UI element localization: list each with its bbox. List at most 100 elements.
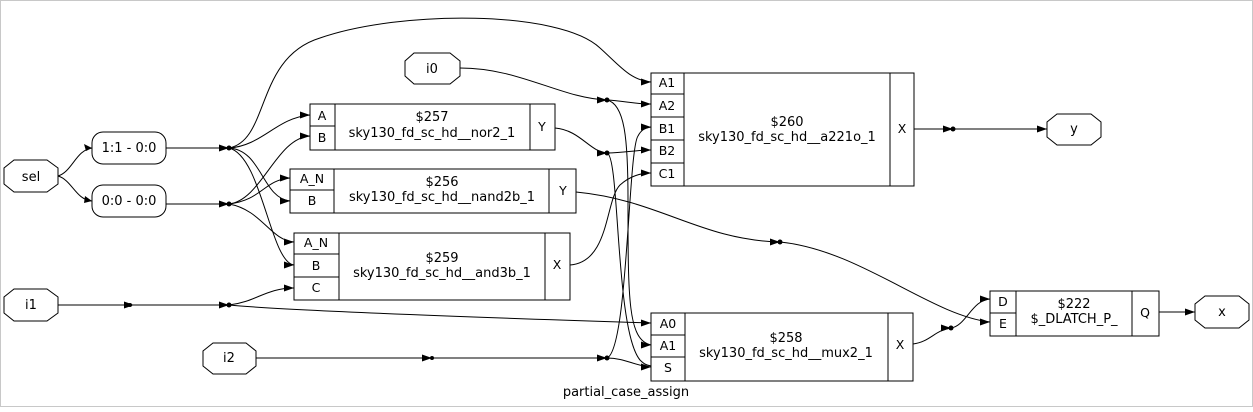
cell-222-id: $222	[1057, 297, 1090, 312]
arrowheads	[84, 78, 1195, 371]
pin-260-b2: B2	[659, 143, 676, 158]
arrow-258A0	[641, 319, 651, 327]
pin-259-b: B	[312, 258, 321, 273]
wire-259X-260C1	[569, 172, 652, 266]
cell-258-id: $258	[769, 331, 802, 346]
pin-257-b: B	[318, 130, 327, 145]
wire-257Y-258S	[606, 152, 652, 367]
port-y: y	[1046, 113, 1102, 146]
port-y-label: y	[1070, 122, 1078, 137]
arrow-260x	[943, 125, 953, 133]
port-i2: i2	[202, 342, 257, 375]
port-i0-label: i0	[426, 62, 438, 77]
arrow-s11	[84, 144, 92, 151]
cell-256-id: $256	[425, 175, 458, 190]
port-x-label: x	[1218, 305, 1226, 320]
arrow-i1-b	[219, 301, 229, 309]
arrow-260A2	[641, 100, 651, 108]
splitter-0-0-label: 0:0 - 0:0	[102, 194, 157, 209]
pin-260-a2: A2	[659, 98, 676, 113]
arrow-257B	[300, 132, 310, 140]
arrow-259AN	[284, 238, 294, 246]
arrow-257y	[597, 149, 607, 157]
pin-259-c: C	[312, 280, 321, 295]
arrow-260B1	[641, 123, 651, 131]
pin-260-c1: C1	[659, 166, 676, 181]
wire-n0-257B	[228, 135, 311, 205]
cell-260-a221o: A1 A2 B1 B2 C1 $260 sky130_fd_sc_hd__a22…	[650, 72, 915, 187]
port-i1-label: i1	[25, 298, 37, 313]
cell-256-type: sky130_fd_sc_hd__nand2b_1	[349, 190, 535, 205]
arrow-i2-b	[597, 354, 607, 362]
pin-256-y: Y	[558, 183, 567, 198]
pin-259-an: A_N	[304, 235, 328, 250]
pin-259-x: X	[553, 257, 562, 272]
pin-222-d: D	[998, 294, 1008, 309]
pin-258-x: X	[896, 337, 905, 352]
pin-222-q: Q	[1140, 305, 1150, 320]
splitter-0-0: 0:0 - 0:0	[91, 184, 167, 218]
port-i1: i1	[3, 288, 59, 322]
cell-257-type: sky130_fd_sc_hd__nor2_1	[349, 126, 516, 141]
cell-222-type: $_DLATCH_P_	[1030, 312, 1118, 327]
pin-256-an: A_N	[300, 171, 324, 186]
arrow-256y	[770, 238, 780, 246]
arrow-260B2	[641, 146, 651, 154]
arrow-222E	[980, 318, 990, 326]
cell-259-and3b: A_N B C $259 sky130_fd_sc_hd__and3b_1 X	[293, 232, 571, 301]
port-sel-label: sel	[22, 170, 40, 185]
arrow-256B	[280, 197, 290, 205]
cell-260-type: sky130_fd_sc_hd__a221o_1	[698, 130, 876, 145]
arrow-n1	[219, 144, 229, 152]
arrow-i1	[124, 301, 134, 309]
cell-222-dlatch: D E $222 $_DLATCH_P_ Q	[989, 290, 1160, 337]
arrow-260C1	[641, 169, 651, 177]
wire-i1-258A0	[228, 304, 652, 324]
wire-i0	[459, 67, 608, 101]
wire-n1-260A1	[228, 17, 652, 149]
pin-222-e: E	[999, 316, 1007, 331]
cell-257-id: $257	[415, 110, 448, 125]
arrow-259C	[284, 284, 294, 292]
pin-258-a1: A1	[660, 338, 677, 353]
arrow-s00	[84, 196, 92, 203]
port-i2-label: i2	[223, 351, 235, 366]
arrow-257A	[300, 111, 310, 119]
pin-257-a: A	[318, 108, 327, 123]
port-sel: sel	[3, 159, 59, 193]
cell-258-mux2: A0 A1 S $258 sky130_fd_sc_hd__mux2_1 X	[650, 312, 914, 382]
splitter-1-1-label: 1:1 - 0:0	[102, 141, 157, 156]
cell-256-nand2b: A_N B $256 sky130_fd_sc_hd__nand2b_1 Y	[289, 168, 577, 214]
arrow-258A1	[641, 341, 651, 349]
pin-257-y: Y	[537, 119, 546, 134]
port-x: x	[1194, 295, 1250, 329]
arrow-256AN	[280, 174, 290, 182]
arrow-222D	[980, 295, 990, 303]
cell-258-type: sky130_fd_sc_hd__mux2_1	[699, 346, 873, 361]
splitter-1-1: 1:1 - 0:0	[91, 131, 167, 165]
arrow-258x	[941, 324, 951, 332]
arrow-i2	[422, 354, 432, 362]
pin-258-s: S	[664, 360, 672, 375]
cell-257-nor2: A B $257 sky130_fd_sc_hd__nor2_1 Y	[309, 103, 556, 151]
cell-259-id: $259	[425, 251, 458, 266]
arrow-n0	[219, 200, 229, 208]
diagram-caption: partial_case_assign	[563, 385, 689, 400]
pin-260-b1: B1	[659, 121, 676, 136]
pin-256-b: B	[308, 193, 317, 208]
pin-260-a1: A1	[659, 75, 676, 90]
arrow-259B	[284, 261, 294, 269]
arrow-260A1	[641, 78, 651, 86]
wire-256Y-222E	[779, 241, 991, 323]
wire-n1-259B	[228, 147, 295, 266]
wire-i0-258A1	[606, 99, 652, 346]
pin-260-x: X	[898, 121, 907, 136]
port-i0: i0	[404, 52, 461, 85]
arrow-258S	[641, 363, 651, 371]
pin-258-a0: A0	[660, 316, 677, 331]
arrow-i0	[597, 96, 607, 104]
cell-260-id: $260	[770, 115, 803, 130]
cell-259-type: sky130_fd_sc_hd__and3b_1	[353, 266, 531, 281]
